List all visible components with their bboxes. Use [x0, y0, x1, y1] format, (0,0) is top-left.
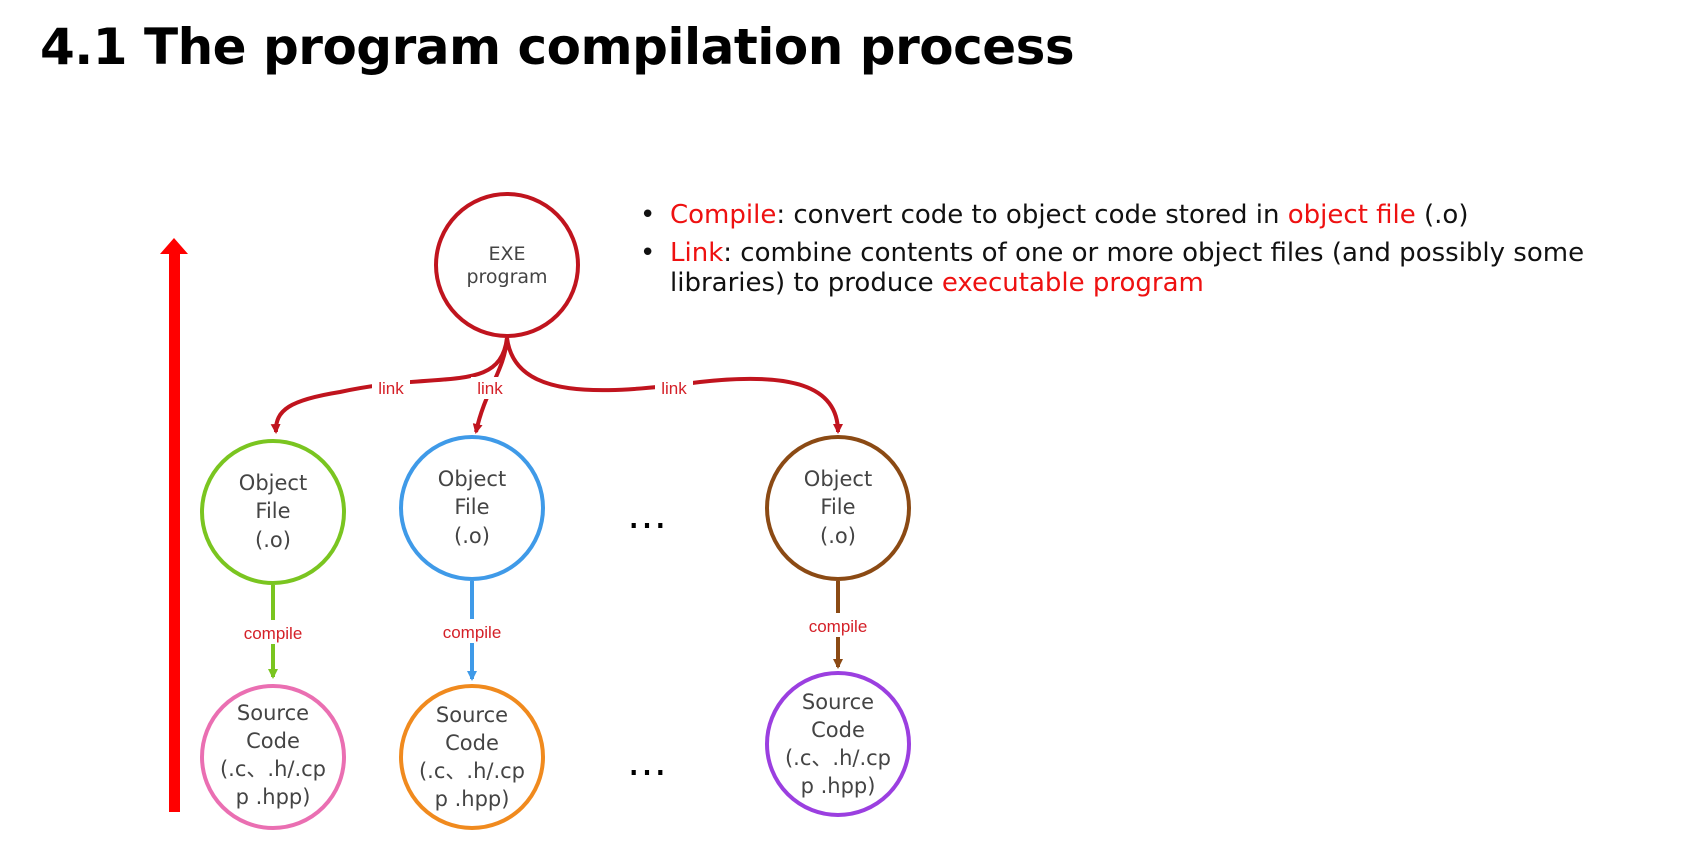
link-arrows [270, 337, 843, 434]
source-label-line3: (.c、.h/.cp [220, 757, 326, 781]
object-label-line2: File [454, 495, 489, 519]
object-file-node-3: Object File (.o) [765, 435, 911, 581]
definition-list: • Compile: convert code to object code s… [640, 200, 1640, 306]
source-code-node-3: Source Code (.c、.h/.cp p .hpp) [765, 671, 911, 817]
object-file-node-2: Object File (.o) [399, 435, 545, 581]
link-arrow-3 [505, 337, 843, 434]
compile-description: : convert code to object code stored in [776, 200, 1288, 230]
compile-label-2: compile [443, 623, 502, 642]
compile-highlight: object file [1287, 200, 1416, 230]
source-label-line4: p .hpp) [236, 785, 311, 809]
object-label-line2: File [255, 499, 290, 523]
link-highlight: executable program [941, 268, 1204, 298]
source-label-line3: (.c、.h/.cp [785, 746, 891, 770]
source-label-line2: Code [246, 729, 300, 753]
bullet-dot-icon: • [640, 238, 656, 268]
object-file-node-1: Object File (.o) [200, 439, 346, 585]
object-label-line1: Object [804, 467, 872, 491]
source-label-line3: (.c、.h/.cp [419, 759, 525, 783]
exe-program-node: EXE program [434, 192, 580, 338]
link-label-2: link [477, 379, 503, 398]
source-label-line1: Source [237, 701, 309, 725]
link-term: Link [670, 238, 724, 268]
object-label-line2: File [820, 495, 855, 519]
compile-term: Compile [670, 200, 777, 230]
source-label-line2: Code [811, 718, 865, 742]
source-label-line4: p .hpp) [435, 787, 510, 811]
link-arrow-1 [270, 337, 509, 434]
compile-definition: • Compile: convert code to object code s… [640, 200, 1640, 230]
source-label-line1: Source [802, 690, 874, 714]
exe-label-line1: EXE [488, 243, 525, 265]
object-label-line3: (.o) [255, 528, 291, 552]
ellipsis-object-row: … [627, 492, 667, 538]
exe-label-line2: program [466, 266, 547, 288]
compile-label-3: compile [809, 617, 868, 636]
ellipsis-source-row: … [627, 739, 667, 785]
source-code-node-2: Source Code (.c、.h/.cp p .hpp) [399, 684, 545, 830]
link-label-3: link [661, 379, 687, 398]
source-code-node-1: Source Code (.c、.h/.cp p .hpp) [200, 684, 346, 830]
page-title: 4.1 The program compilation process [40, 18, 1075, 76]
compile-suffix: (.o) [1415, 200, 1469, 230]
progress-up-arrow [160, 238, 188, 812]
source-label-line2: Code [445, 731, 499, 755]
link-definition: • Link: combine contents of one or more … [640, 238, 1640, 298]
object-label-line3: (.o) [454, 524, 490, 548]
object-label-line3: (.o) [820, 524, 856, 548]
compile-label-1: compile [244, 624, 303, 643]
object-label-line1: Object [438, 467, 506, 491]
object-label-line1: Object [239, 471, 307, 495]
source-label-line4: p .hpp) [801, 774, 876, 798]
source-label-line1: Source [436, 703, 508, 727]
link-description: : combine contents of one or more object… [670, 238, 1585, 298]
bullet-dot-icon: • [640, 200, 656, 230]
link-label-1: link [378, 379, 404, 398]
